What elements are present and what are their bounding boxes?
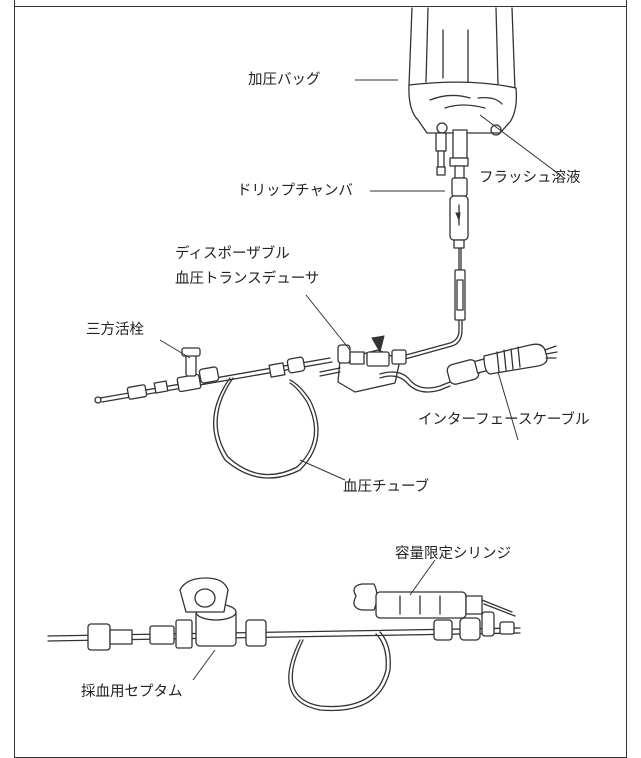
label-flush-solution: フラッシュ溶液	[479, 170, 581, 186]
label-drip-chamber: ドリップチャンバ	[237, 183, 353, 199]
label-volume-limited-syringe: 容量限定シリンジ	[395, 546, 511, 562]
interface-cable-art	[379, 343, 558, 393]
label-pressure-tube: 血圧チューブ	[343, 479, 430, 495]
drip-chamber	[394, 177, 469, 362]
figure-frame-top	[14, 6, 627, 7]
pressure-bag	[408, 7, 518, 136]
label-pressure-bag: 加圧バッグ	[248, 72, 321, 88]
label-sampling-septum: 採血用セプタム	[81, 684, 183, 700]
pressure-line-art	[94, 347, 333, 479]
label-disposable-transducer-2: 血圧トランスデューサ	[175, 271, 320, 287]
label-interface-cable: インターフェースケーブル	[418, 412, 590, 428]
label-disposable-transducer-1: ディスポーザブル	[175, 246, 290, 262]
leader-lines	[159, 79, 561, 681]
bag-spikes	[435, 129, 469, 179]
label-three-way-stopcock: 三方活栓	[86, 322, 144, 338]
sampling-assembly	[47, 577, 521, 712]
transducer	[319, 335, 407, 393]
